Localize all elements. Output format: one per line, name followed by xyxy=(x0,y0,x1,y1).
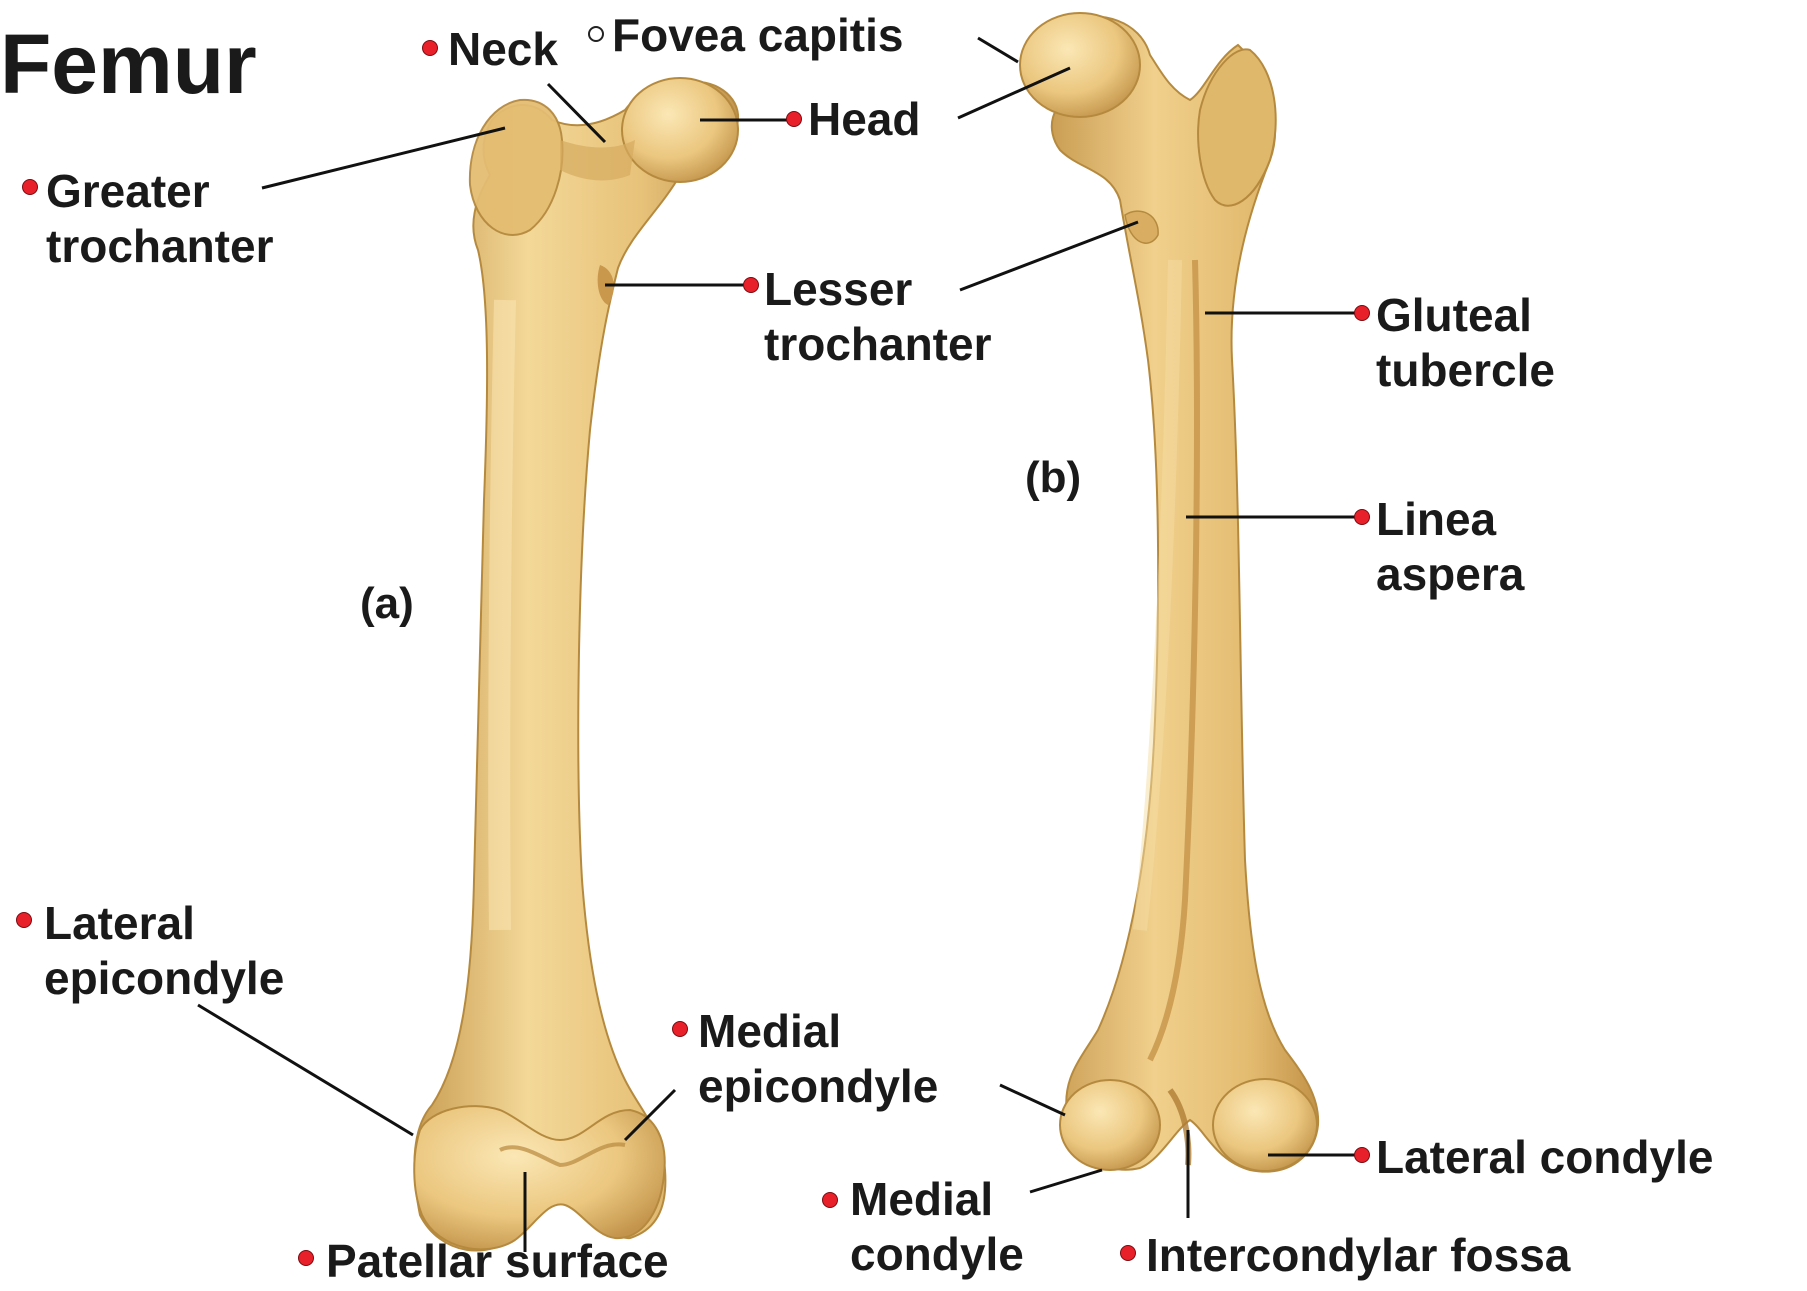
label-intercondylar-fossa: Intercondylar fossa xyxy=(1146,1228,1570,1283)
label-greater-trochanter-line1: Greater xyxy=(46,164,273,219)
label-patellar-surface: Patellar surface xyxy=(326,1234,669,1289)
label-lateral-epicondyle: Lateral epicondyle xyxy=(44,896,284,1006)
marker-medial-condyle xyxy=(822,1192,838,1208)
leader-lateral-epicondyle xyxy=(198,1005,413,1135)
label-greater-trochanter: Greater trochanter xyxy=(46,164,273,274)
marker-head xyxy=(786,111,802,127)
marker-neck xyxy=(422,40,438,56)
femur-b-shaft xyxy=(1045,16,1318,1171)
diagram-title: Femur xyxy=(0,22,257,106)
femur-b-medial-condyle xyxy=(1060,1080,1160,1170)
femur-anterior-view xyxy=(414,78,738,1251)
leader-greater-trochanter xyxy=(262,128,505,188)
label-lesser-trochanter-line1: Lesser xyxy=(764,262,991,317)
label-lesser-trochanter-line2: trochanter xyxy=(764,317,991,372)
label-greater-trochanter-line2: trochanter xyxy=(46,219,273,274)
marker-greater-trochanter xyxy=(22,179,38,195)
marker-intercondylar-fossa xyxy=(1120,1245,1136,1261)
label-linea-aspera-line2: aspera xyxy=(1376,547,1524,602)
label-medial-epicondyle: Medial epicondyle xyxy=(698,1004,938,1114)
label-lesser-trochanter: Lesser trochanter xyxy=(764,262,991,372)
label-lateral-epicondyle-line1: Lateral xyxy=(44,896,284,951)
marker-medial-epicondyle xyxy=(672,1021,688,1037)
label-head: Head xyxy=(808,92,920,147)
marker-patellar-surface xyxy=(298,1250,314,1266)
label-medial-condyle-line1: Medial xyxy=(850,1172,1024,1227)
marker-lesser-trochanter xyxy=(743,277,759,293)
marker-lateral-condyle xyxy=(1354,1147,1370,1163)
femur-b-head xyxy=(1020,13,1140,117)
femur-a-shaft xyxy=(414,82,738,1251)
label-neck: Neck xyxy=(448,22,558,77)
femur-posterior-view xyxy=(1020,13,1318,1172)
label-gluteal-tubercle-line1: Gluteal xyxy=(1376,288,1555,343)
label-gluteal-tubercle: Gluteal tubercle xyxy=(1376,288,1555,398)
leader-medial-condyle xyxy=(1030,1170,1102,1192)
femur-b-lateral-condyle xyxy=(1213,1079,1317,1171)
marker-linea-aspera xyxy=(1354,509,1370,525)
label-medial-epicondyle-line2: epicondyle xyxy=(698,1059,938,1114)
femur-a-head xyxy=(622,78,738,182)
panel-label-a: (a) xyxy=(360,578,414,631)
label-fovea-capitis: Fovea capitis xyxy=(612,8,903,63)
marker-fovea-capitis xyxy=(588,26,604,42)
marker-gluteal-tubercle xyxy=(1354,305,1370,321)
marker-lateral-epicondyle xyxy=(16,912,32,928)
label-lateral-condyle: Lateral condyle xyxy=(1376,1130,1713,1185)
label-lateral-epicondyle-line2: epicondyle xyxy=(44,951,284,1006)
leader-medial-epicondyle-b xyxy=(1000,1085,1065,1115)
label-medial-condyle: Medial condyle xyxy=(850,1172,1024,1282)
label-medial-epicondyle-line1: Medial xyxy=(698,1004,938,1059)
leader-fovea-capitis xyxy=(978,38,1018,62)
label-medial-condyle-line2: condyle xyxy=(850,1227,1024,1282)
panel-label-b: (b) xyxy=(1025,452,1081,505)
label-linea-aspera: Linea aspera xyxy=(1376,492,1524,602)
label-gluteal-tubercle-line2: tubercle xyxy=(1376,343,1555,398)
label-linea-aspera-line1: Linea xyxy=(1376,492,1524,547)
